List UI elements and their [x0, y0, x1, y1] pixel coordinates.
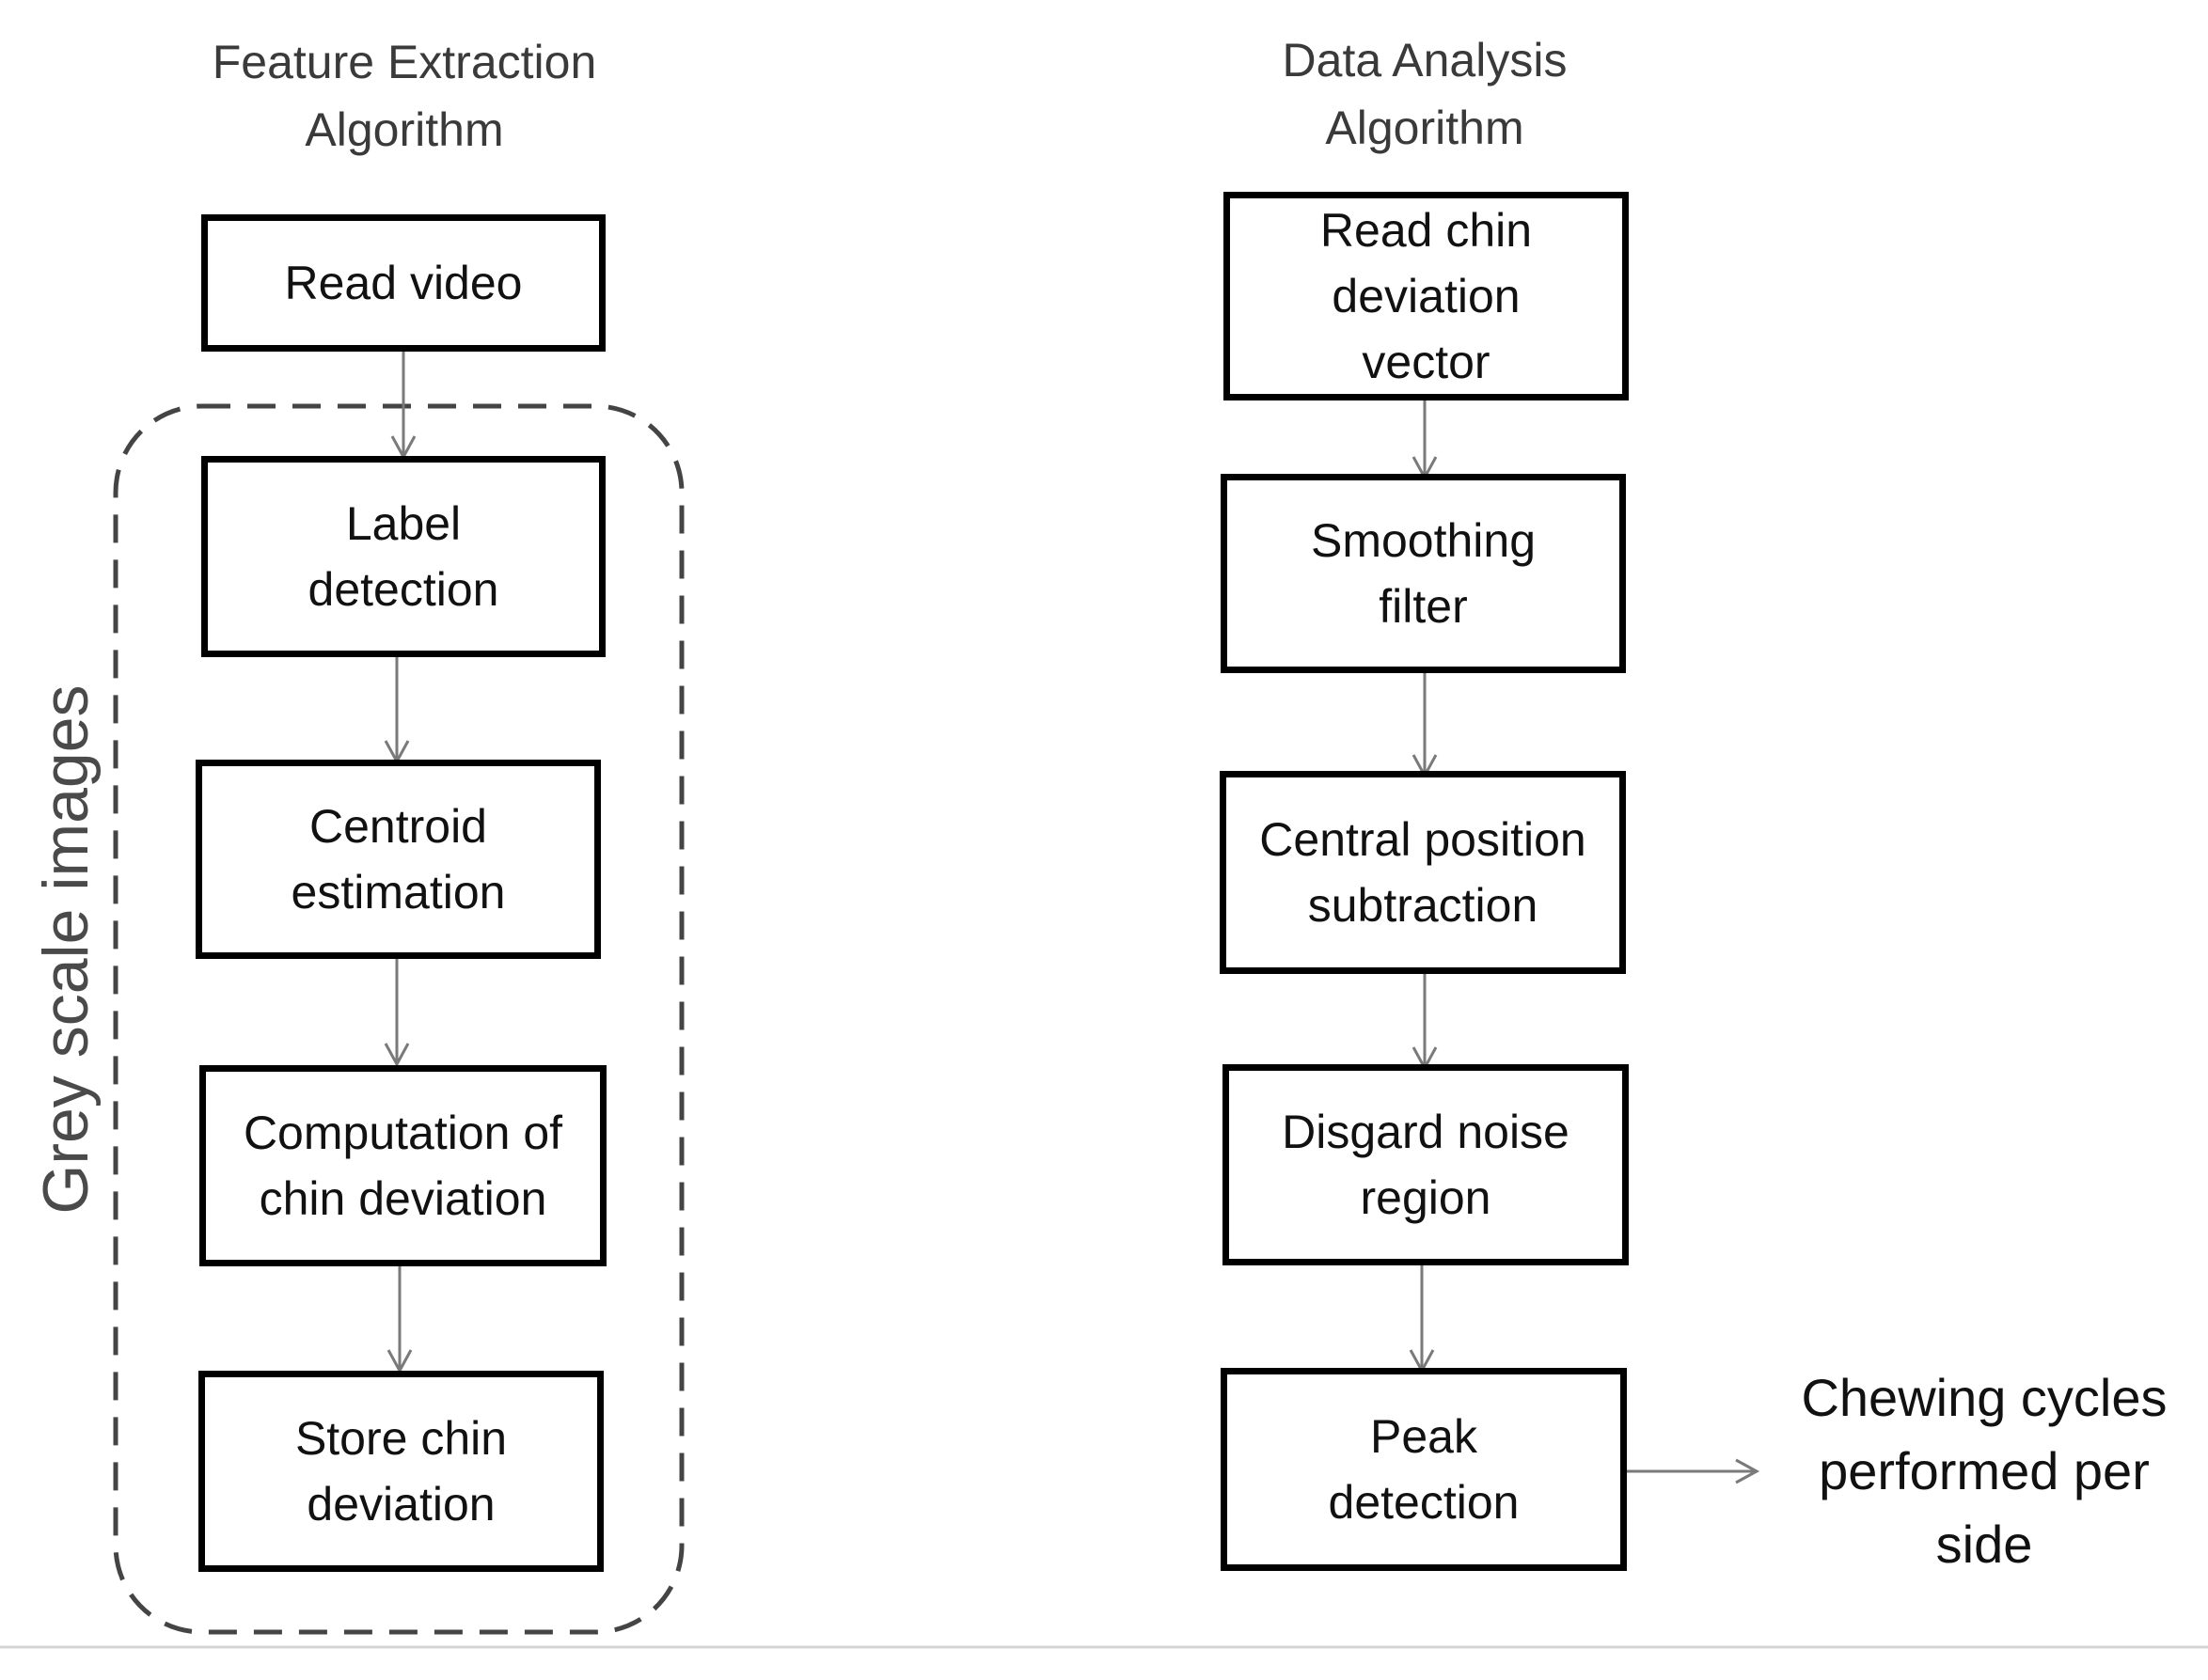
step-label: deviation [1332, 270, 1521, 322]
chewing-cycles-output: Chewing cycles performed per side [1768, 1361, 2200, 1581]
step-label: detection [308, 563, 499, 616]
step-label: Central position [1259, 813, 1586, 866]
data-analysis-heading-line: Algorithm [1325, 102, 1524, 154]
peak-detection-box: Peak detection [1221, 1368, 1627, 1571]
centroid-estimation-box: Centroid estimation [196, 760, 601, 959]
step-label: detection [1328, 1476, 1520, 1529]
step-label: vector [1362, 336, 1490, 388]
step-label: Store chin [294, 1412, 508, 1465]
smoothing-filter-box: Smoothing filter [1221, 474, 1626, 673]
label-detection-box: Label detection [201, 456, 606, 657]
step-label: Smoothing [1310, 514, 1537, 567]
output-line: Chewing cycles [1801, 1368, 2168, 1427]
store-chin-deviation-box: Store chin deviation [198, 1371, 604, 1572]
data-analysis-heading-line: Data Analysis [1282, 34, 1568, 86]
step-label: filter [1379, 580, 1468, 633]
output-line: performed per [1819, 1441, 2150, 1500]
read-chin-deviation-vector-box: Read chin deviation vector [1223, 192, 1629, 400]
feature-extraction-heading-line: Feature Extraction [212, 36, 597, 88]
step-label: estimation [291, 866, 506, 919]
step-label: region [1360, 1171, 1491, 1224]
data-analysis-heading: Data Analysis Algorithm [1194, 26, 1655, 162]
step-label: Label [345, 497, 462, 550]
step-label: Centroid [309, 800, 487, 853]
step-label: Peak [1370, 1410, 1477, 1463]
step-label: Read video [284, 257, 523, 309]
output-line: side [1935, 1515, 2033, 1574]
step-label: Read chin [1319, 204, 1533, 257]
step-label: Computation of [243, 1107, 563, 1159]
disgard-noise-region-box: Disgard noise region [1222, 1064, 1629, 1265]
step-label: chin deviation [259, 1172, 547, 1225]
central-position-subtraction-box: Central position subtraction [1220, 771, 1626, 974]
read-video-box: Read video [201, 214, 606, 352]
grey-scale-group-label: Grey scale images [30, 684, 102, 1215]
step-label: deviation [307, 1478, 496, 1531]
computation-of-chin-deviation-box: Computation of chin deviation [199, 1065, 607, 1266]
step-label: Disgard noise [1282, 1106, 1569, 1158]
grey-scale-group-outline [113, 403, 685, 1635]
feature-extraction-heading-line: Algorithm [305, 103, 504, 156]
feature-extraction-heading: Feature Extraction Algorithm [150, 28, 658, 164]
step-label: subtraction [1307, 879, 1538, 932]
